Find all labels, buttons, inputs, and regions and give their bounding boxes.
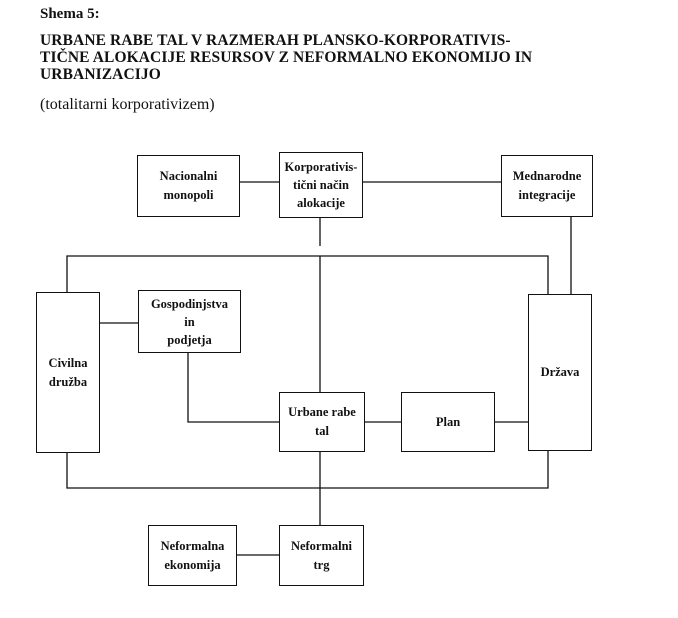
box-drzava: Država — [528, 294, 592, 451]
box-nacionalni-monopoli-line-1: Nacionalni — [159, 169, 218, 183]
box-drzava-line-1: Država — [540, 365, 580, 379]
box-urbane-rabe-tal: Urbane rabe tal — [279, 392, 365, 452]
box-mednarodne-line-2: integracije — [518, 188, 576, 202]
box-gospodinjstva-line-3: podjetja — [167, 332, 212, 347]
schema-subtitle: (totalitarni korporativizem) — [40, 96, 215, 113]
schema-title: URBANE RABE TAL V RAZMERAH PLANSKO-KORPO… — [40, 32, 532, 83]
box-neformalna-line-1: Neformalna — [160, 538, 225, 553]
box-korporativisticni-line-2: tični način — [293, 178, 349, 192]
box-plan: Plan — [401, 392, 495, 452]
box-gospodinjstva-line-1: Gospodinjstva — [150, 296, 229, 311]
box-civilna-druzba: Civilna družba — [36, 292, 100, 453]
box-neformalni-trg-line-2: trg — [313, 557, 330, 572]
schema-label: Shema 5: — [40, 6, 100, 22]
schema-title-line-2: TIČNE ALOKACIJE RESURSOV Z NEFORMALNO EK… — [40, 49, 533, 66]
box-neformalna-ekonomija: Neformalna ekonomija — [148, 525, 237, 586]
schema-title-line-1: URBANE RABE TAL V RAZMERAH PLANSKO-KORPO… — [40, 32, 511, 49]
box-neformalni-trg: Neformalni trg — [279, 525, 364, 586]
box-neformalni-trg-line-1: Neformalni — [290, 538, 353, 553]
box-mednarodne-line-1: Mednarodne — [512, 169, 582, 183]
loop-top — [66, 255, 549, 294]
box-nacionalni-monopoli-line-2: monopoli — [163, 188, 214, 202]
box-korporativisticni-line-3: alokacije — [297, 196, 345, 210]
loop-bottom — [66, 451, 549, 489]
schema-title-line-3: URBANIZACIJO — [40, 66, 161, 83]
box-urbane-line-2: tal — [315, 424, 329, 438]
box-urbane-line-1: Urbane rabe — [288, 405, 356, 419]
box-gospodinjstva: Gospodinjstva in podjetja — [138, 290, 241, 353]
box-nacionalni-monopoli: Nacionalni monopoli — [137, 155, 240, 217]
box-korporativisticni: Korporativis- tični način alokacije — [279, 152, 363, 218]
box-civilna-line-1: Civilna — [48, 355, 88, 370]
box-korporativisticni-line-1: Korporativis- — [284, 160, 358, 174]
box-gospodinjstva-line-2: in — [184, 314, 195, 329]
box-neformalna-line-2: ekonomija — [164, 557, 221, 572]
line-gospodinjstva-urbane — [187, 353, 279, 423]
box-plan-line-1: Plan — [435, 414, 461, 429]
box-mednarodne-integracije: Mednarodne integracije — [501, 155, 593, 217]
box-civilna-line-2: družba — [48, 374, 88, 389]
